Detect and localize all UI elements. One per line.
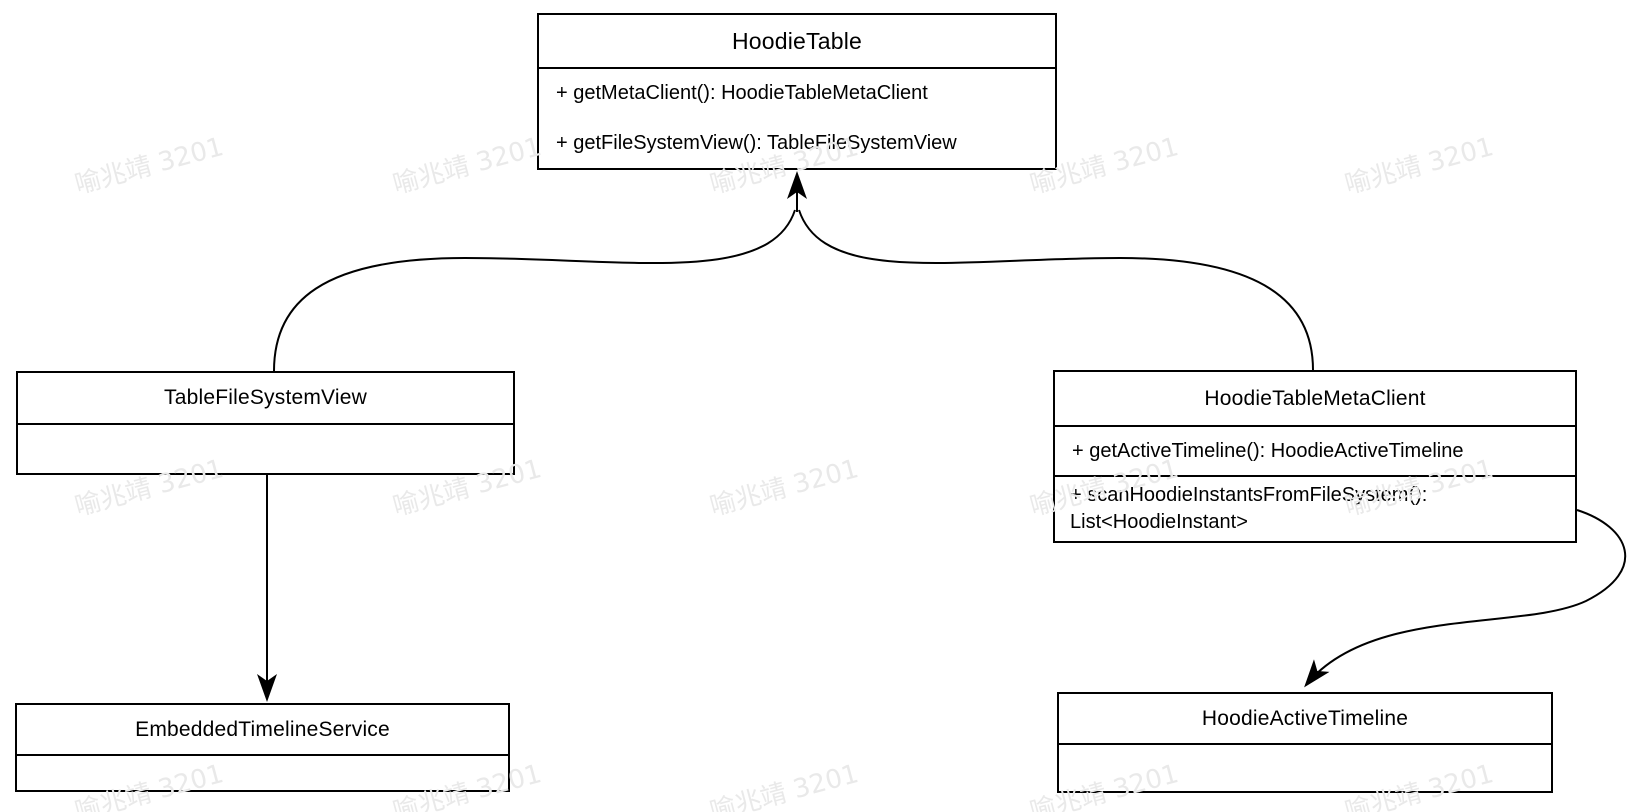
class-box-embeddedtimelineservice: EmbeddedTimelineService	[15, 703, 510, 792]
empty-compartment	[18, 423, 513, 473]
edge-metaclient-to-hoodietable	[798, 209, 1314, 371]
class-title-tablefilesystemview: TableFileSystemView	[164, 386, 367, 409]
class-title-embeddedtimelineservice: EmbeddedTimelineService	[135, 717, 390, 741]
empty-compartment	[1059, 743, 1551, 791]
class-title-hoodietablemetaclient: HoodieTableMetaClient	[1204, 386, 1426, 410]
class-box-tablefilesystemview: TableFileSystemView	[16, 371, 515, 475]
class-box-hoodieactivetimeline: HoodieActiveTimeline	[1057, 692, 1553, 793]
method-getfilesystemview: + getFileSystemView(): TableFileSystemVi…	[556, 131, 957, 154]
method-scanhoodieinstants: + scanHoodieInstantsFromFileSystem(): Li…	[1070, 484, 1428, 533]
method-getmetaclient: + getMetaClient(): HoodieTableMetaClient	[556, 82, 928, 105]
class-box-hoodietable: HoodieTable + getMetaClient(): HoodieTab…	[537, 13, 1057, 170]
class-title-hoodietable: HoodieTable	[731, 27, 863, 54]
empty-compartment	[17, 754, 508, 790]
method-getactivetimeline: + getActiveTimeline(): HoodieActiveTimel…	[1072, 439, 1464, 462]
class-title-hoodieactivetimeline: HoodieActiveTimeline	[1201, 706, 1409, 730]
edge-metaclient-to-hoodieactivetimeline	[1304, 509, 1627, 688]
edge-tablefilesystemview-to-hoodietable	[273, 209, 796, 372]
class-box-hoodietablemetaclient: HoodieTableMetaClient + getActiveTimelin…	[1053, 370, 1577, 543]
